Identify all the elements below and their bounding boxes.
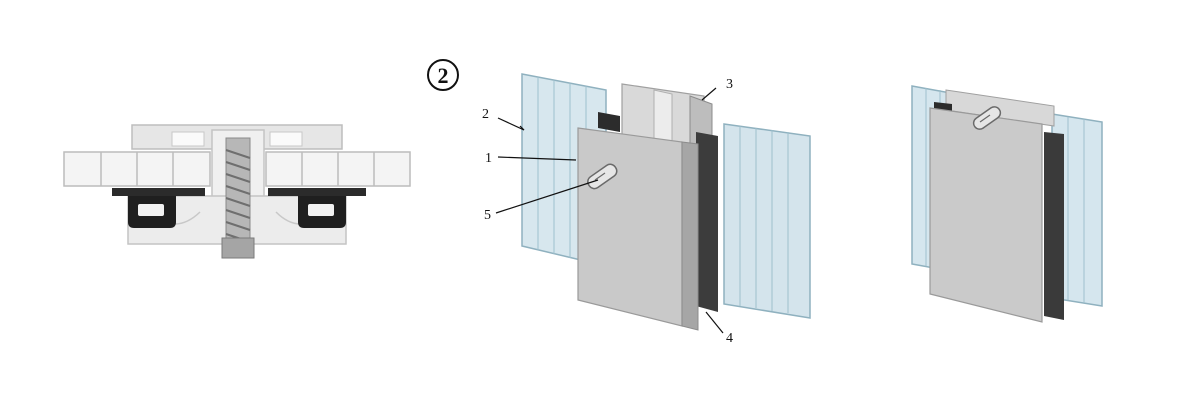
- assembled-screw: [972, 106, 1002, 130]
- dark-connector-strip: [696, 132, 718, 312]
- right-seal: [268, 188, 366, 228]
- assembled-3d-view: [911, 85, 1103, 323]
- assembled-cover: [929, 107, 1043, 323]
- front-cover-profile: [577, 112, 699, 331]
- callout-leaders: [495, 87, 724, 334]
- left-panel-section: [63, 151, 211, 187]
- cover-screw: [587, 163, 618, 190]
- callout-5: 5: [484, 208, 491, 223]
- right-panel-3d: [723, 123, 811, 319]
- cross-section-view: [63, 124, 411, 259]
- callout-2: 2: [482, 107, 489, 122]
- right-panel-section: [265, 151, 411, 187]
- step-number-circle-icon: 2: [427, 59, 459, 91]
- step-number: 2: [438, 63, 449, 88]
- callout-1: 1: [485, 151, 492, 166]
- profile-flange-slot: [171, 131, 205, 147]
- profile-flange-slot: [269, 131, 303, 147]
- screw: [221, 137, 255, 259]
- callout-3: 3: [726, 77, 733, 92]
- left-seal: [112, 188, 205, 228]
- callout-4: 4: [726, 331, 733, 346]
- exploded-3d-view: 2 1 3 5 4: [482, 73, 811, 346]
